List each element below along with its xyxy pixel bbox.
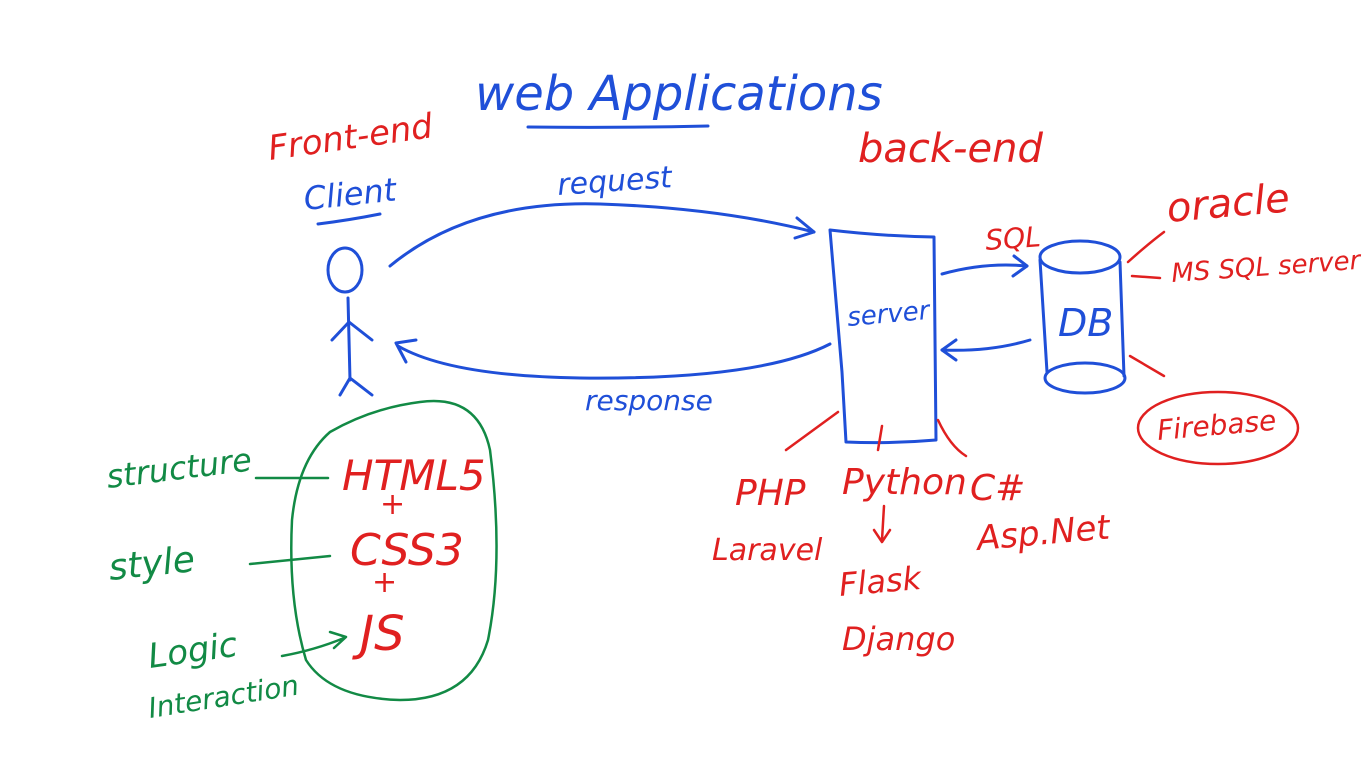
client-stick-figure (326, 246, 374, 397)
response-arrow (394, 338, 832, 380)
request-arrow (388, 202, 816, 268)
html-label: HTML5 (342, 451, 486, 500)
frontend-heading: Front-end (266, 106, 436, 169)
js-label: JS (352, 606, 405, 662)
mssql-label: MS SQL server (1170, 246, 1363, 289)
style-label: style (107, 539, 197, 589)
server-outline (828, 228, 938, 445)
csharp-label: C# (970, 468, 1025, 509)
interaction-label: Interaction (146, 669, 301, 725)
structure-label: structure (104, 440, 253, 496)
database-label: DB (1058, 301, 1113, 345)
request-label: request (556, 160, 674, 203)
python-connector (876, 424, 884, 452)
python-label: Python (842, 462, 967, 503)
db-to-server-arrow (940, 338, 1032, 362)
response-label: response (585, 384, 713, 417)
oracle-label: oracle (1165, 175, 1292, 232)
server-to-db-head (1011, 254, 1029, 278)
aspnet-label: Asp.Net (973, 507, 1113, 559)
django-label: Django (842, 620, 955, 658)
sql-label: SQL (984, 220, 1042, 257)
flask-label: Flask (837, 559, 924, 604)
client-underline (316, 212, 382, 226)
title-underline (526, 124, 710, 129)
firebase-label: Firebase (1156, 404, 1278, 447)
php-connector (784, 410, 840, 452)
laravel-label: Laravel (712, 533, 823, 568)
css-label: CSS3 (350, 525, 464, 576)
server-to-db-line (940, 263, 1029, 276)
response-arrow-curve (396, 342, 832, 380)
php-label: PHP (735, 473, 806, 514)
request-arrow-curve (388, 202, 816, 268)
logic-arrow (280, 630, 348, 658)
client-body (346, 296, 352, 382)
firebase-connector (1128, 354, 1166, 378)
mssql-connector (1130, 274, 1162, 280)
response-arrow-head (394, 338, 418, 364)
database-cylinder: DB (1038, 239, 1127, 395)
db-to-server-head (940, 338, 958, 362)
database-top (1038, 239, 1122, 275)
request-arrow-head (793, 216, 816, 240)
client-head (326, 246, 364, 294)
server-to-db-arrow (940, 254, 1029, 278)
diagram-title: web Applications (475, 66, 883, 122)
csharp-connector (936, 418, 968, 458)
plus-sign-1: + (380, 487, 405, 522)
firebase-circle (1136, 390, 1300, 466)
client-legs (338, 376, 374, 397)
frontend-stack-bubble (290, 399, 498, 702)
logic-label: Logic (146, 625, 240, 677)
backend-heading: back-end (858, 126, 1043, 172)
server-label: server (846, 296, 933, 333)
database-sides (1038, 258, 1126, 378)
python-to-flask-arrow (872, 504, 892, 544)
db-to-server-line (940, 338, 1032, 352)
oracle-connector (1126, 230, 1166, 264)
plus-sign-2: + (372, 565, 397, 600)
server-box: server (828, 228, 938, 445)
database-bottom (1043, 361, 1127, 395)
style-connector (248, 554, 332, 566)
client-arms (330, 320, 374, 342)
client-label: Client (302, 170, 400, 218)
